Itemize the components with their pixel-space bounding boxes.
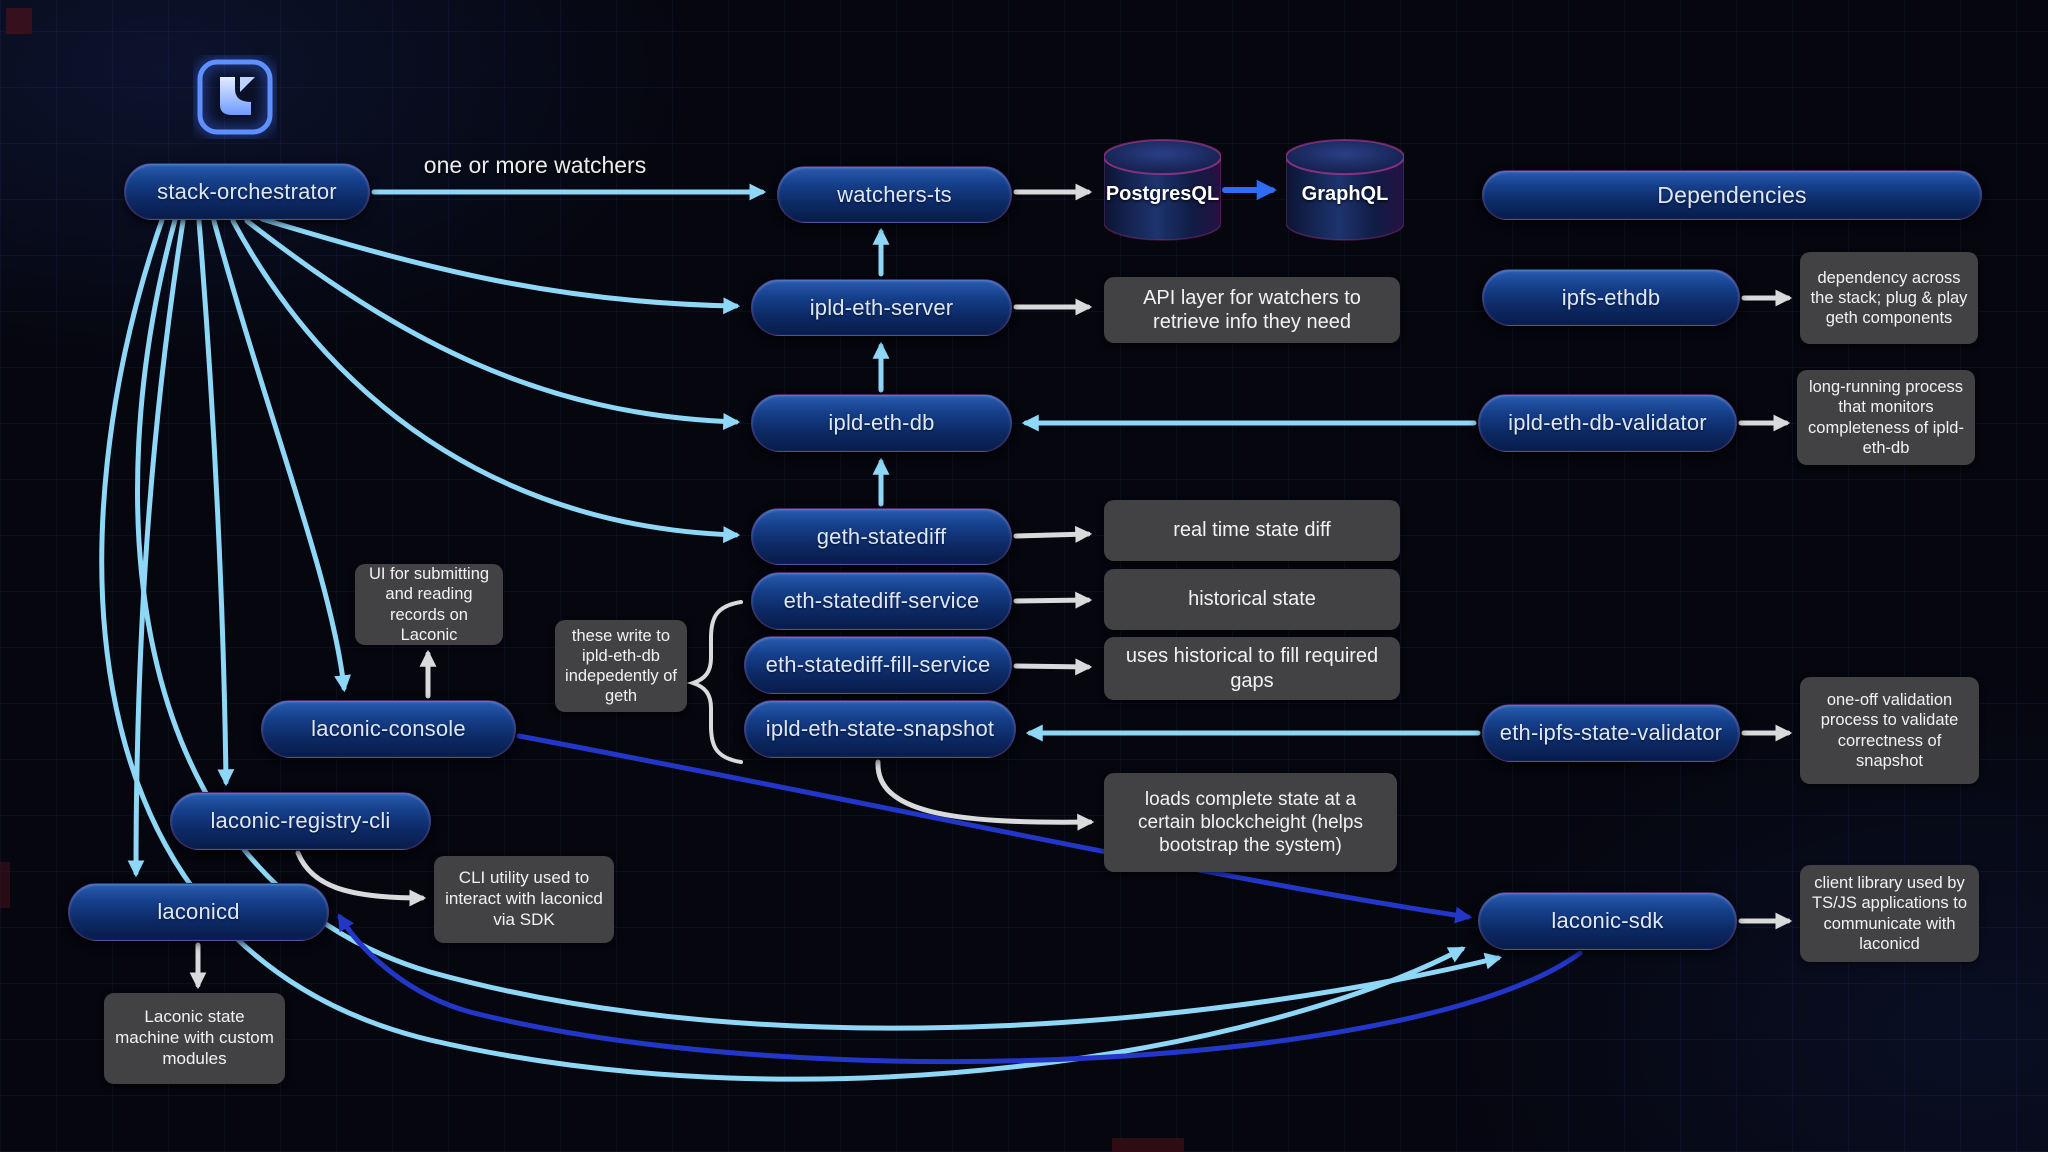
decorative-edge-patch xyxy=(1112,1138,1184,1152)
node-dependencies-header: Dependencies xyxy=(1482,170,1982,220)
node-eth-statediff-service: eth-statediff-service xyxy=(751,572,1012,630)
note-these-write: these write to ipld-eth-db indepedently … xyxy=(555,620,687,712)
node-label: ipld-eth-state-snapshot xyxy=(765,716,995,741)
node-label: ipld-eth-db xyxy=(828,410,935,435)
node-laconic-console: laconic-console xyxy=(261,700,516,758)
node-stack-orchestrator: stack-orchestrator xyxy=(124,163,370,220)
node-laconic-registry-cli: laconic-registry-cli xyxy=(170,792,431,850)
node-laconicd: laconicd xyxy=(68,883,329,941)
node-label: laconic-console xyxy=(311,716,466,741)
node-ipld-eth-server: ipld-eth-server xyxy=(751,279,1012,336)
note-api-layer: API layer for watchers to retrieve info … xyxy=(1104,277,1400,343)
note-laconic-state-machine: Laconic state machine with custom module… xyxy=(104,993,285,1084)
note-cli-utility: CLI utility used to interact with laconi… xyxy=(434,856,614,943)
node-ipld-eth-db: ipld-eth-db xyxy=(751,394,1012,452)
node-eth-statediff-fill-service: eth-statediff-fill-service xyxy=(744,636,1012,694)
database-label: GraphQL xyxy=(1301,183,1389,206)
decorative-edge-patch xyxy=(6,8,32,34)
node-label: ipfs-ethdb xyxy=(1561,284,1661,310)
note-db-validator: long-running process that monitors compl… xyxy=(1797,370,1975,465)
node-label: watchers-ts xyxy=(837,181,952,207)
node-label: Dependencies xyxy=(1657,181,1807,208)
node-watchers-ts: watchers-ts xyxy=(777,166,1012,223)
node-ipld-eth-db-validator: ipld-eth-db-validator xyxy=(1478,394,1737,452)
node-label: laconic-registry-cli xyxy=(210,808,391,833)
node-laconic-sdk: laconic-sdk xyxy=(1478,892,1737,950)
database-postgresql: PostgresQL xyxy=(1103,137,1222,242)
note-realtime: real time state diff xyxy=(1104,500,1400,561)
node-label: eth-statediff-fill-service xyxy=(765,652,991,677)
node-ipld-eth-state-snapshot: ipld-eth-state-snapshot xyxy=(744,700,1016,758)
note-snapshot-validation: one-off validation process to validate c… xyxy=(1800,677,1979,784)
edge-label-watchers: one or more watchers xyxy=(423,152,647,178)
decorative-edge-patch xyxy=(0,862,10,908)
node-label: eth-ipfs-state-validator xyxy=(1499,720,1723,745)
node-label: stack-orchestrator xyxy=(157,178,337,204)
node-label: laconicd xyxy=(157,899,240,924)
node-ipfs-ethdb: ipfs-ethdb xyxy=(1482,269,1740,326)
note-ui-console: UI for submitting and reading records on… xyxy=(355,564,503,645)
node-label: laconic-sdk xyxy=(1551,908,1664,933)
node-label: geth-statediff xyxy=(816,523,947,549)
laconic-logo-icon xyxy=(193,55,277,139)
database-label: PostgresQL xyxy=(1105,183,1220,206)
node-label: ipld-eth-db-validator xyxy=(1508,410,1707,435)
node-eth-ipfs-state-validator: eth-ipfs-state-validator xyxy=(1482,704,1740,762)
note-loads-state: loads complete state at a certain blockc… xyxy=(1104,773,1397,872)
note-historical: historical state xyxy=(1104,569,1400,630)
node-label: eth-statediff-service xyxy=(783,588,980,613)
node-label: ipld-eth-server xyxy=(809,294,954,320)
note-ipfs-ethdb: dependency across the stack; plug & play… xyxy=(1800,252,1978,344)
node-geth-statediff: geth-statediff xyxy=(751,508,1012,565)
database-graphql: GraphQL xyxy=(1285,137,1405,242)
note-sdk-client: client library used by TS/JS application… xyxy=(1800,865,1979,962)
note-gaps: uses historical to fill required gaps xyxy=(1104,637,1400,700)
